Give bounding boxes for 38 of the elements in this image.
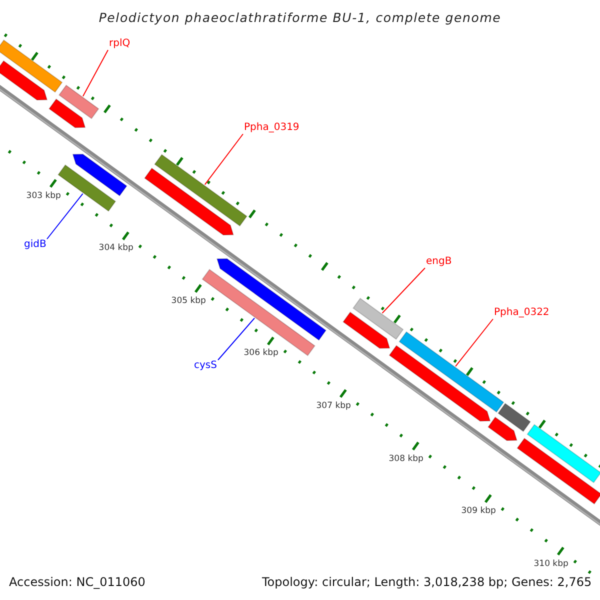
gene-label: gidB <box>24 240 46 250</box>
footer-text: Accession: NC_011060 <box>9 576 146 588</box>
scale-label: 308 kbp <box>388 454 424 463</box>
gene-bar <box>342 312 390 349</box>
gene-bar <box>388 344 491 422</box>
gene-bar <box>526 424 600 484</box>
gene-label: Ppha_0319 <box>244 123 300 133</box>
leader-line <box>204 134 244 186</box>
scale-label: 309 kbp <box>461 507 496 516</box>
title: Pelodictyon phaeoclathratiforme BU-1, complete genome <box>98 12 502 24</box>
leader-line <box>82 50 108 97</box>
gene-bar <box>72 154 128 196</box>
gene-bar <box>0 39 63 93</box>
gene-bar <box>398 331 504 413</box>
leader-line <box>382 268 426 314</box>
gene-bar <box>488 416 518 441</box>
gene-label: engB <box>426 257 452 267</box>
gene-bar <box>352 298 404 340</box>
scale-label: 306 kbp <box>244 349 278 358</box>
gene-bar <box>216 258 327 341</box>
leader-line <box>455 318 494 367</box>
scale-label: 310 kbp <box>534 560 568 568</box>
gene-bar <box>144 168 234 236</box>
gene-bar <box>498 402 531 432</box>
gene-bar <box>48 98 86 128</box>
gene-bar <box>154 154 248 227</box>
gene-bar <box>58 84 100 120</box>
leader-line <box>218 318 255 360</box>
gene-label: rplQ <box>109 39 130 49</box>
scale-label: 303 kbp <box>26 192 61 200</box>
gene-label: Ppha_0322 <box>494 308 550 318</box>
scale-label: 304 kbp <box>98 244 134 253</box>
scale-label: 305 kbp <box>171 296 206 306</box>
gene-bar <box>516 438 600 505</box>
footer-text: Topology: circular; Length: 3,018,238 bp; Genes: 2,765 <box>262 576 592 588</box>
gene-label: cysS <box>194 361 217 371</box>
gene-bar <box>0 60 48 100</box>
scale-label: 307 kbp <box>316 402 351 410</box>
